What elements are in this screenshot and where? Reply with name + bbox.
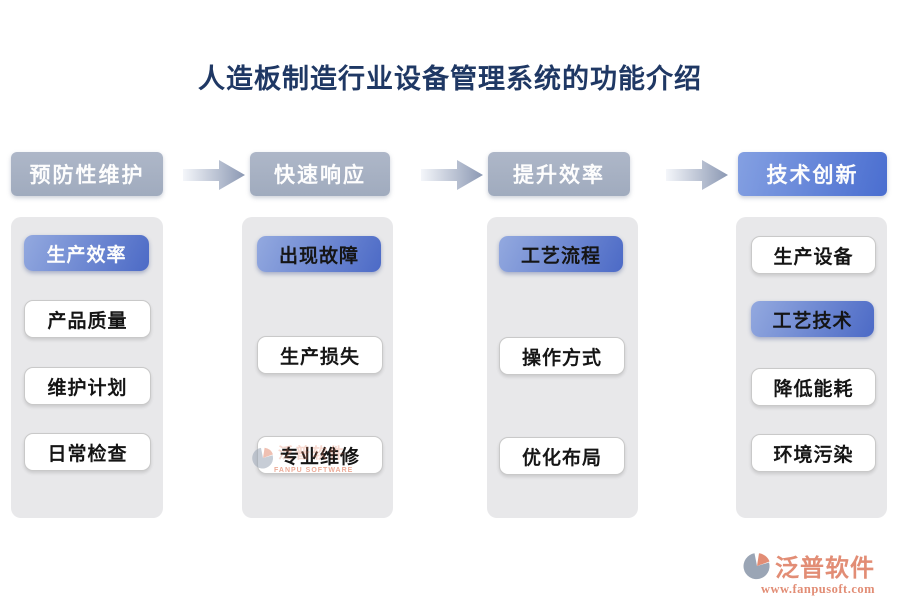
stage-header-preventive-maintenance: 预防性维护 [11,152,163,196]
item-optimize-layout: 优化布局 [499,437,625,475]
item-fault-occurs: 出现故障 [257,236,381,272]
item-production-loss: 生产损失 [257,336,383,374]
brand-footer: 泛普软件 www.fanpusoft.com [742,548,894,597]
item-production-equipment: 生产设备 [751,236,876,274]
item-reduce-energy: 降低能耗 [751,368,876,406]
arrow-right-icon [183,160,245,190]
stage-header-tech-innovation: 技术创新 [738,152,887,196]
stage-panel-preventive-maintenance: 生产效率 产品质量 维护计划 日常检查 [11,217,163,518]
stage-panel-quick-response: 出现故障 生产损失 专业维修 [242,217,393,518]
item-process-flow: 工艺流程 [499,236,623,272]
arrow-right-icon [666,160,728,190]
stage-panel-improve-efficiency: 工艺流程 操作方式 优化布局 [487,217,638,518]
brand-name: 泛普软件 [775,556,875,582]
item-process-technology: 工艺技术 [751,301,874,337]
item-professional-repair: 专业维修 [257,436,383,474]
stage-header-quick-response: 快速响应 [250,152,390,196]
item-daily-inspection: 日常检查 [24,433,151,471]
item-operation-mode: 操作方式 [499,337,625,375]
brand-url: www.fanpusoft.com [760,582,876,596]
item-product-quality: 产品质量 [24,300,151,338]
stage-header-improve-efficiency: 提升效率 [488,152,630,196]
page-title: 人造板制造行业设备管理系统的功能介绍 [198,64,702,94]
fanpu-logo-icon [743,552,770,579]
arrow-right-icon [421,160,483,190]
item-maintenance-plan: 维护计划 [24,367,151,405]
item-environment-pollution: 环境污染 [751,434,876,472]
stage-panel-tech-innovation: 生产设备 工艺技术 降低能耗 环境污染 [736,217,887,518]
item-production-efficiency: 生产效率 [24,235,149,271]
